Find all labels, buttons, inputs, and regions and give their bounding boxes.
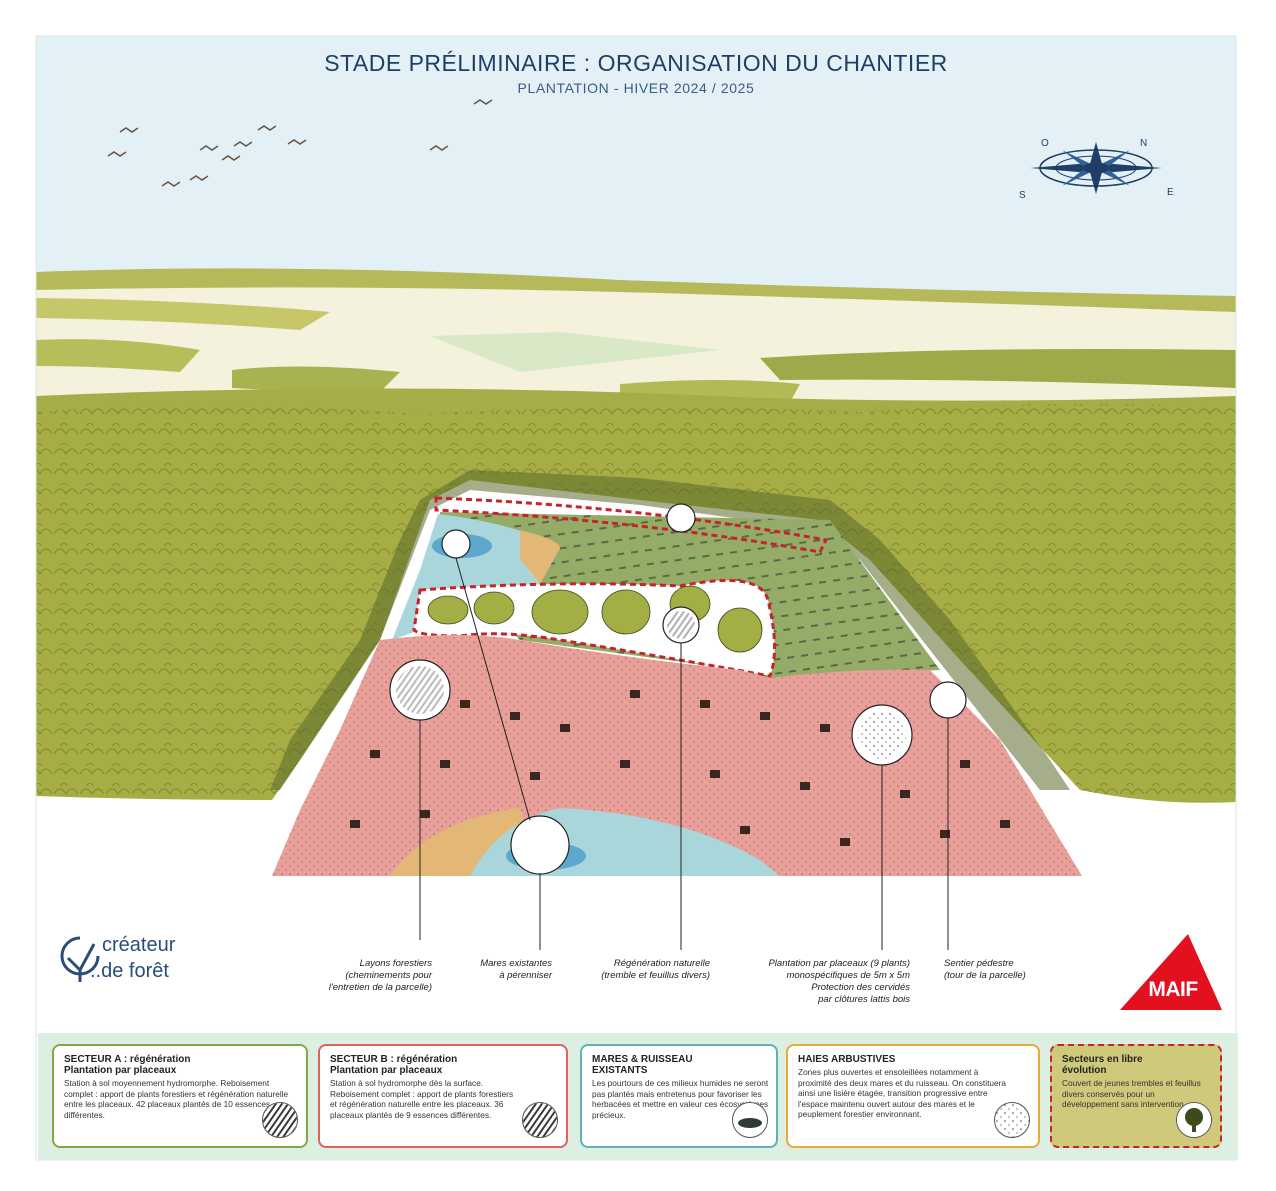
legend-card-secteur-b: SECTEUR B : régénération Plantation par … [318, 1044, 568, 1148]
forest-edge-trees [270, 470, 1070, 790]
bird-icon [429, 145, 449, 151]
bird-icon [287, 139, 307, 145]
createur-de-foret-logo-icon [60, 936, 100, 982]
page-subtitle: PLANTATION - HIVER 2024 / 2025 [517, 80, 755, 96]
legend-title: Secteurs en libre [1062, 1054, 1143, 1065]
legend-card-mares: MARES & RUISSEAU EXISTANTS Les pourtours… [580, 1044, 778, 1148]
legend-text: Station à sol moyennement hydromorphe. R… [64, 1078, 289, 1120]
callout-layons: Layons forestiers (cheminements pour l'e… [328, 958, 432, 993]
bubble-stream [666, 503, 696, 533]
compass-east-label: E [1167, 187, 1174, 198]
compass-south-label: S [1019, 190, 1026, 201]
stripes-icon [522, 1102, 558, 1138]
tree-icon [1176, 1102, 1212, 1138]
legend-title: MARES & RUISSEAU [592, 1054, 693, 1065]
legend-text: Les pourtours de ces milieux humides ne … [592, 1078, 769, 1120]
stripes-icon [262, 1102, 298, 1138]
bird-icon [473, 99, 493, 105]
legend-text: Couvert de jeunes trembles et feuillus d… [1062, 1078, 1201, 1109]
bird-icon [221, 155, 241, 161]
bird-icon [189, 175, 209, 181]
bird-icon [161, 181, 181, 187]
legend-card-haies: HAIES ARBUSTIVES Zones plus ouvertes et … [786, 1044, 1040, 1148]
compass-north-label: N [1140, 138, 1148, 149]
legend-subtitle: Plantation par placeaux [64, 1065, 177, 1076]
pond-icon [732, 1102, 768, 1138]
legend-text: Station à sol hydromorphe dès la surface… [330, 1078, 514, 1120]
compass-west-label: O [1041, 138, 1049, 149]
bird-icon [107, 151, 127, 157]
maif-logo-text: MAIF [1148, 978, 1198, 1001]
legend-card-secteur-a: SECTEUR A : régénération Plantation par … [52, 1044, 308, 1148]
createur-logo-line1: créateur [102, 934, 176, 956]
compass-rose-icon [1030, 142, 1162, 194]
legend-subtitle: Plantation par placeaux [330, 1065, 443, 1076]
legend-subtitle: EXISTANTS [592, 1065, 648, 1076]
stream-boundary [434, 496, 829, 554]
bubble-mare-top [441, 529, 471, 559]
bird-icon [257, 125, 277, 131]
callout-plantation: Plantation par placeaux (9 plants) monos… [768, 958, 910, 1005]
bird-icon [199, 145, 219, 151]
legend-text: Zones plus ouvertes et ensoleillées nota… [798, 1067, 1006, 1119]
callout-mares: Mares existantes à pérenniser [480, 958, 552, 981]
legend-title: HAIES ARBUSTIVES [798, 1054, 896, 1065]
maif-logo-icon [1120, 934, 1222, 1010]
legend-title: SECTEUR A : régénération [64, 1054, 191, 1065]
legend-card-libre: Secteurs en libre évolution Couvert de j… [1050, 1044, 1222, 1148]
callout-lines [419, 557, 949, 950]
bubble-mares [510, 815, 570, 875]
birds-group [107, 99, 493, 187]
createur-logo-line2: ..de forêt [90, 960, 169, 982]
hedge-zone-top [520, 530, 560, 584]
dots-icon [994, 1102, 1030, 1138]
callout-regeneration: Régénération naturelle (tremble et feuil… [601, 958, 710, 981]
bird-icon [233, 141, 253, 147]
callout-sentier: Sentier pédestre (tour de la parcelle) [944, 958, 1026, 981]
page-title: STADE PRÉLIMINAIRE : ORGANISATION DU CHA… [324, 50, 948, 76]
legend-subtitle: évolution [1062, 1065, 1107, 1076]
legend-title: SECTEUR B : régénération [330, 1054, 458, 1065]
bird-icon [119, 127, 139, 133]
bubble-sentier [929, 681, 967, 719]
